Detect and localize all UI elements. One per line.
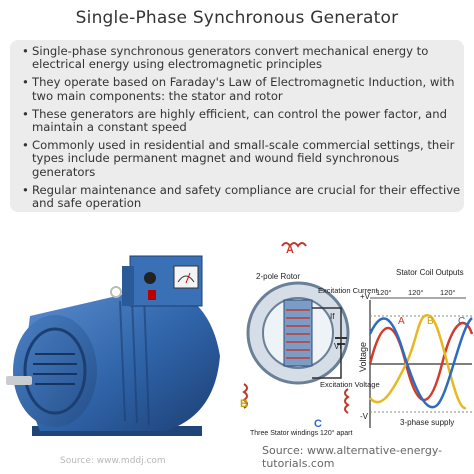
stator-label-a: A (286, 244, 294, 256)
stator-label-b: B (240, 398, 248, 410)
bullet-dot: • (22, 44, 29, 58)
bullet-item: •They operate based on Faraday's Law of … (22, 75, 455, 103)
bullet-item: •Commonly used in residential and small-… (22, 138, 455, 179)
vf-label: Vf (334, 342, 342, 351)
minus-v-label: -V (360, 412, 368, 421)
coil-outputs-label: Stator Coil Outputs (396, 268, 464, 277)
lifting-eye (110, 286, 122, 298)
bullet-dot: • (22, 75, 29, 90)
generator-shaft (6, 376, 32, 385)
bullet-list: •Single-phase synchronous generators con… (22, 44, 462, 215)
page-title: Single-Phase Synchronous Generator (75, 8, 399, 28)
wave-label-b: B (427, 316, 434, 327)
coil-top (281, 242, 307, 248)
bullet-dot: • (22, 138, 29, 153)
excitation-current-label: Excitation Current (318, 286, 378, 295)
phase-c-wave (368, 317, 473, 409)
supply-label: 3-phase supply (400, 418, 455, 427)
stator-label-c: C (314, 418, 322, 430)
rotor (283, 299, 313, 367)
image-source-right: Source: www.alternative-energy-tutorials… (262, 444, 443, 470)
coil-right (344, 388, 350, 414)
wave-label-a: A (398, 316, 405, 327)
degree-label-1: 120° (376, 288, 392, 297)
excitation-voltage-label: Excitation Voltage (320, 380, 380, 389)
stator-windings-label: Three Stator windings 120° apart (250, 430, 353, 437)
synchronous-generator-diagram (242, 242, 474, 428)
voltage-axis-label: Voltage (358, 341, 368, 372)
generator-illustration (6, 255, 220, 436)
degree-label-3: 120° (440, 288, 456, 297)
bullet-dot: • (22, 182, 29, 197)
bullet-item: •Single-phase synchronous generators con… (22, 44, 429, 72)
wave-label-c: C (458, 316, 466, 327)
bullet-item: •These generators are highly efficient, … (22, 106, 447, 135)
bullet-panel (10, 40, 464, 212)
rotor-label: 2-pole Rotor (256, 272, 301, 281)
bullet-dot: • (22, 106, 29, 121)
image-source-left: Source: www.mddj.com (60, 456, 166, 466)
bullet-item: •Regular maintenance and safety complian… (22, 182, 461, 211)
phase-a-wave (368, 321, 474, 401)
power-switch (148, 290, 156, 300)
voltmeter-gauge (173, 265, 199, 289)
coil-left (242, 383, 248, 409)
plus-v-label: +V (360, 292, 371, 301)
control-knob (144, 272, 156, 284)
degree-label-2: 120° (408, 288, 424, 297)
if-label: If (330, 312, 335, 321)
